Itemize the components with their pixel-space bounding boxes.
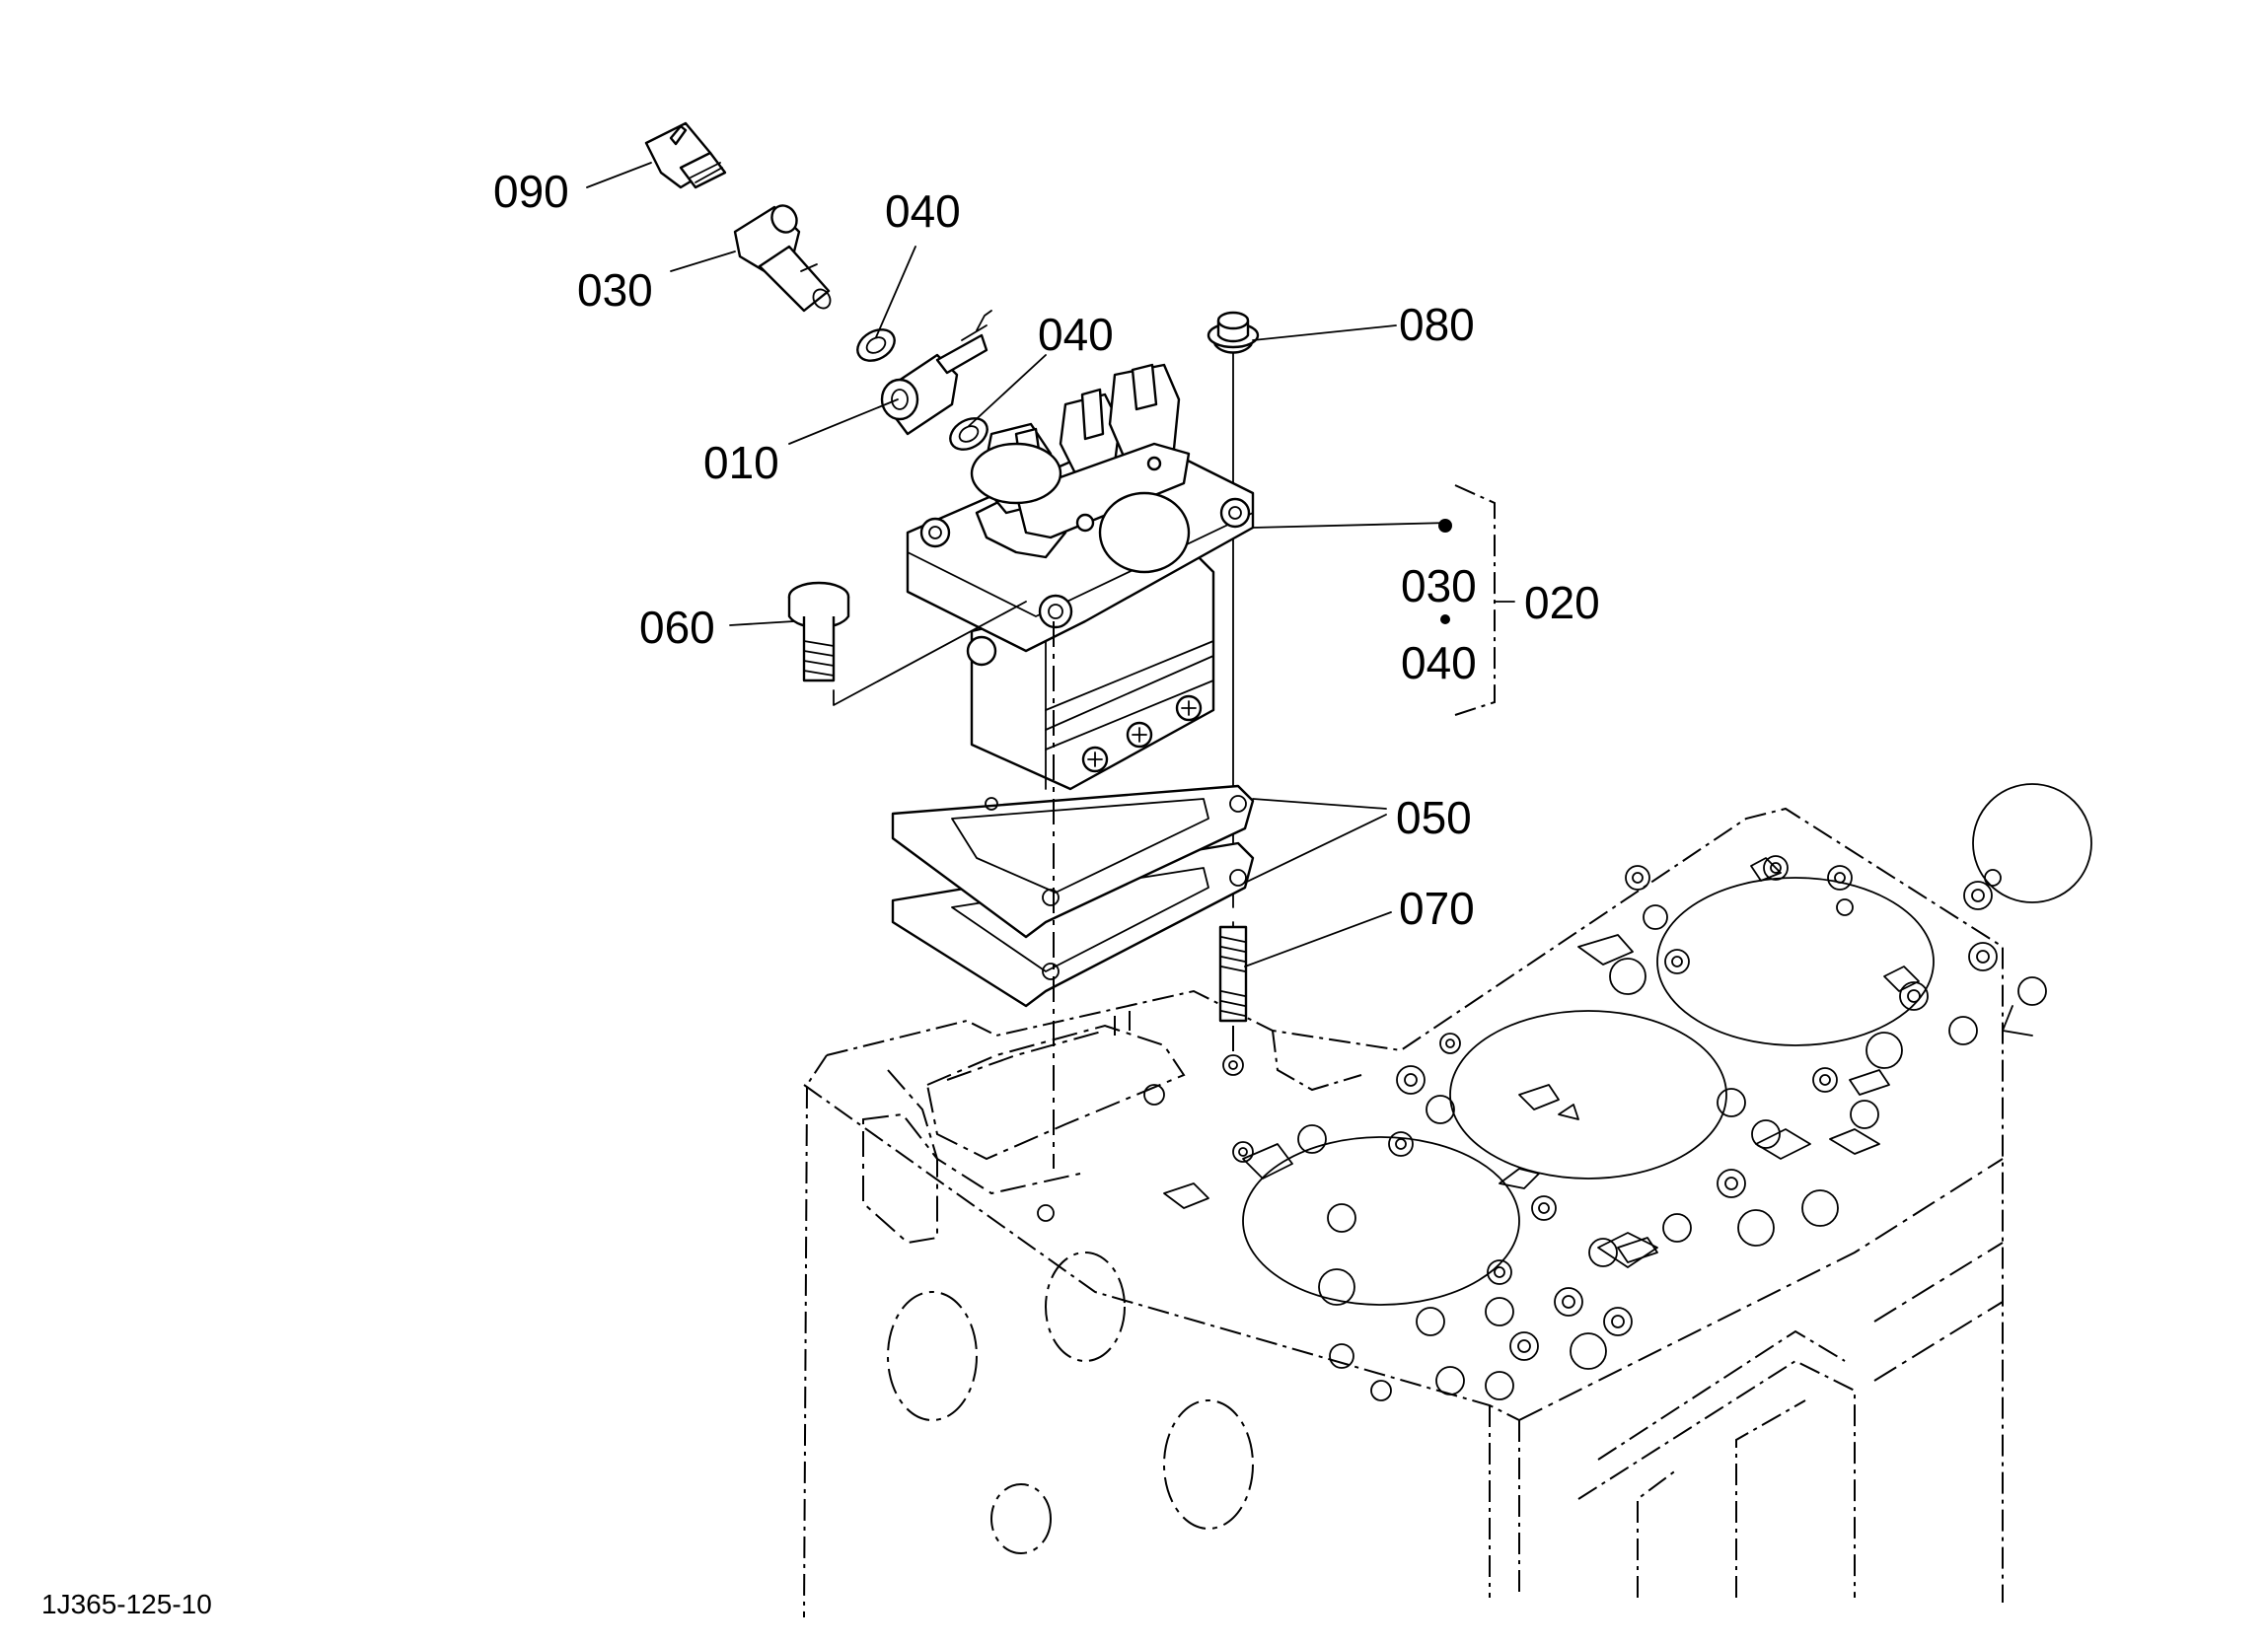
nut-080 [1207,311,1260,354]
block-oil-ports [1163,857,2033,1268]
gasket-050-upper [891,784,1255,939]
air-vent-valve-090 [644,121,727,189]
banjo-fitting-010 [880,310,992,436]
label-070: 070 [1399,883,1475,934]
washer-040-upper [856,328,896,362]
label-040-upper: 040 [885,185,961,237]
label-060: 060 [639,602,715,653]
label-assembly-040: 040 [1401,637,1477,688]
label-010: 010 [703,437,779,488]
label-040-lower: 040 [1038,309,1114,360]
figure-code: 1J365-125-10 [41,1589,212,1619]
banjo-bolt-030 [733,204,832,313]
block-bolt-holes [1037,855,2047,1401]
injection-pump-020 [906,363,1255,791]
label-030: 030 [577,264,653,316]
washer-040-lower [949,417,988,451]
label-080: 080 [1399,299,1475,350]
label-020: 020 [1524,577,1600,628]
assembly-marker-dot [1440,614,1450,624]
stud-070 [1218,334,1248,1023]
part-labels: 090 030 040 040 010 080 060 030 040 020 … [493,166,1600,934]
engine-block [803,783,2092,1618]
assembly-bracket-020 [1438,484,1515,716]
label-assembly-030: 030 [1401,560,1477,611]
label-090: 090 [493,166,569,217]
bolt-060 [787,581,1027,706]
assembly-marker-dot [1438,519,1452,533]
label-050: 050 [1396,792,1472,843]
leader-lines [586,162,1451,1169]
